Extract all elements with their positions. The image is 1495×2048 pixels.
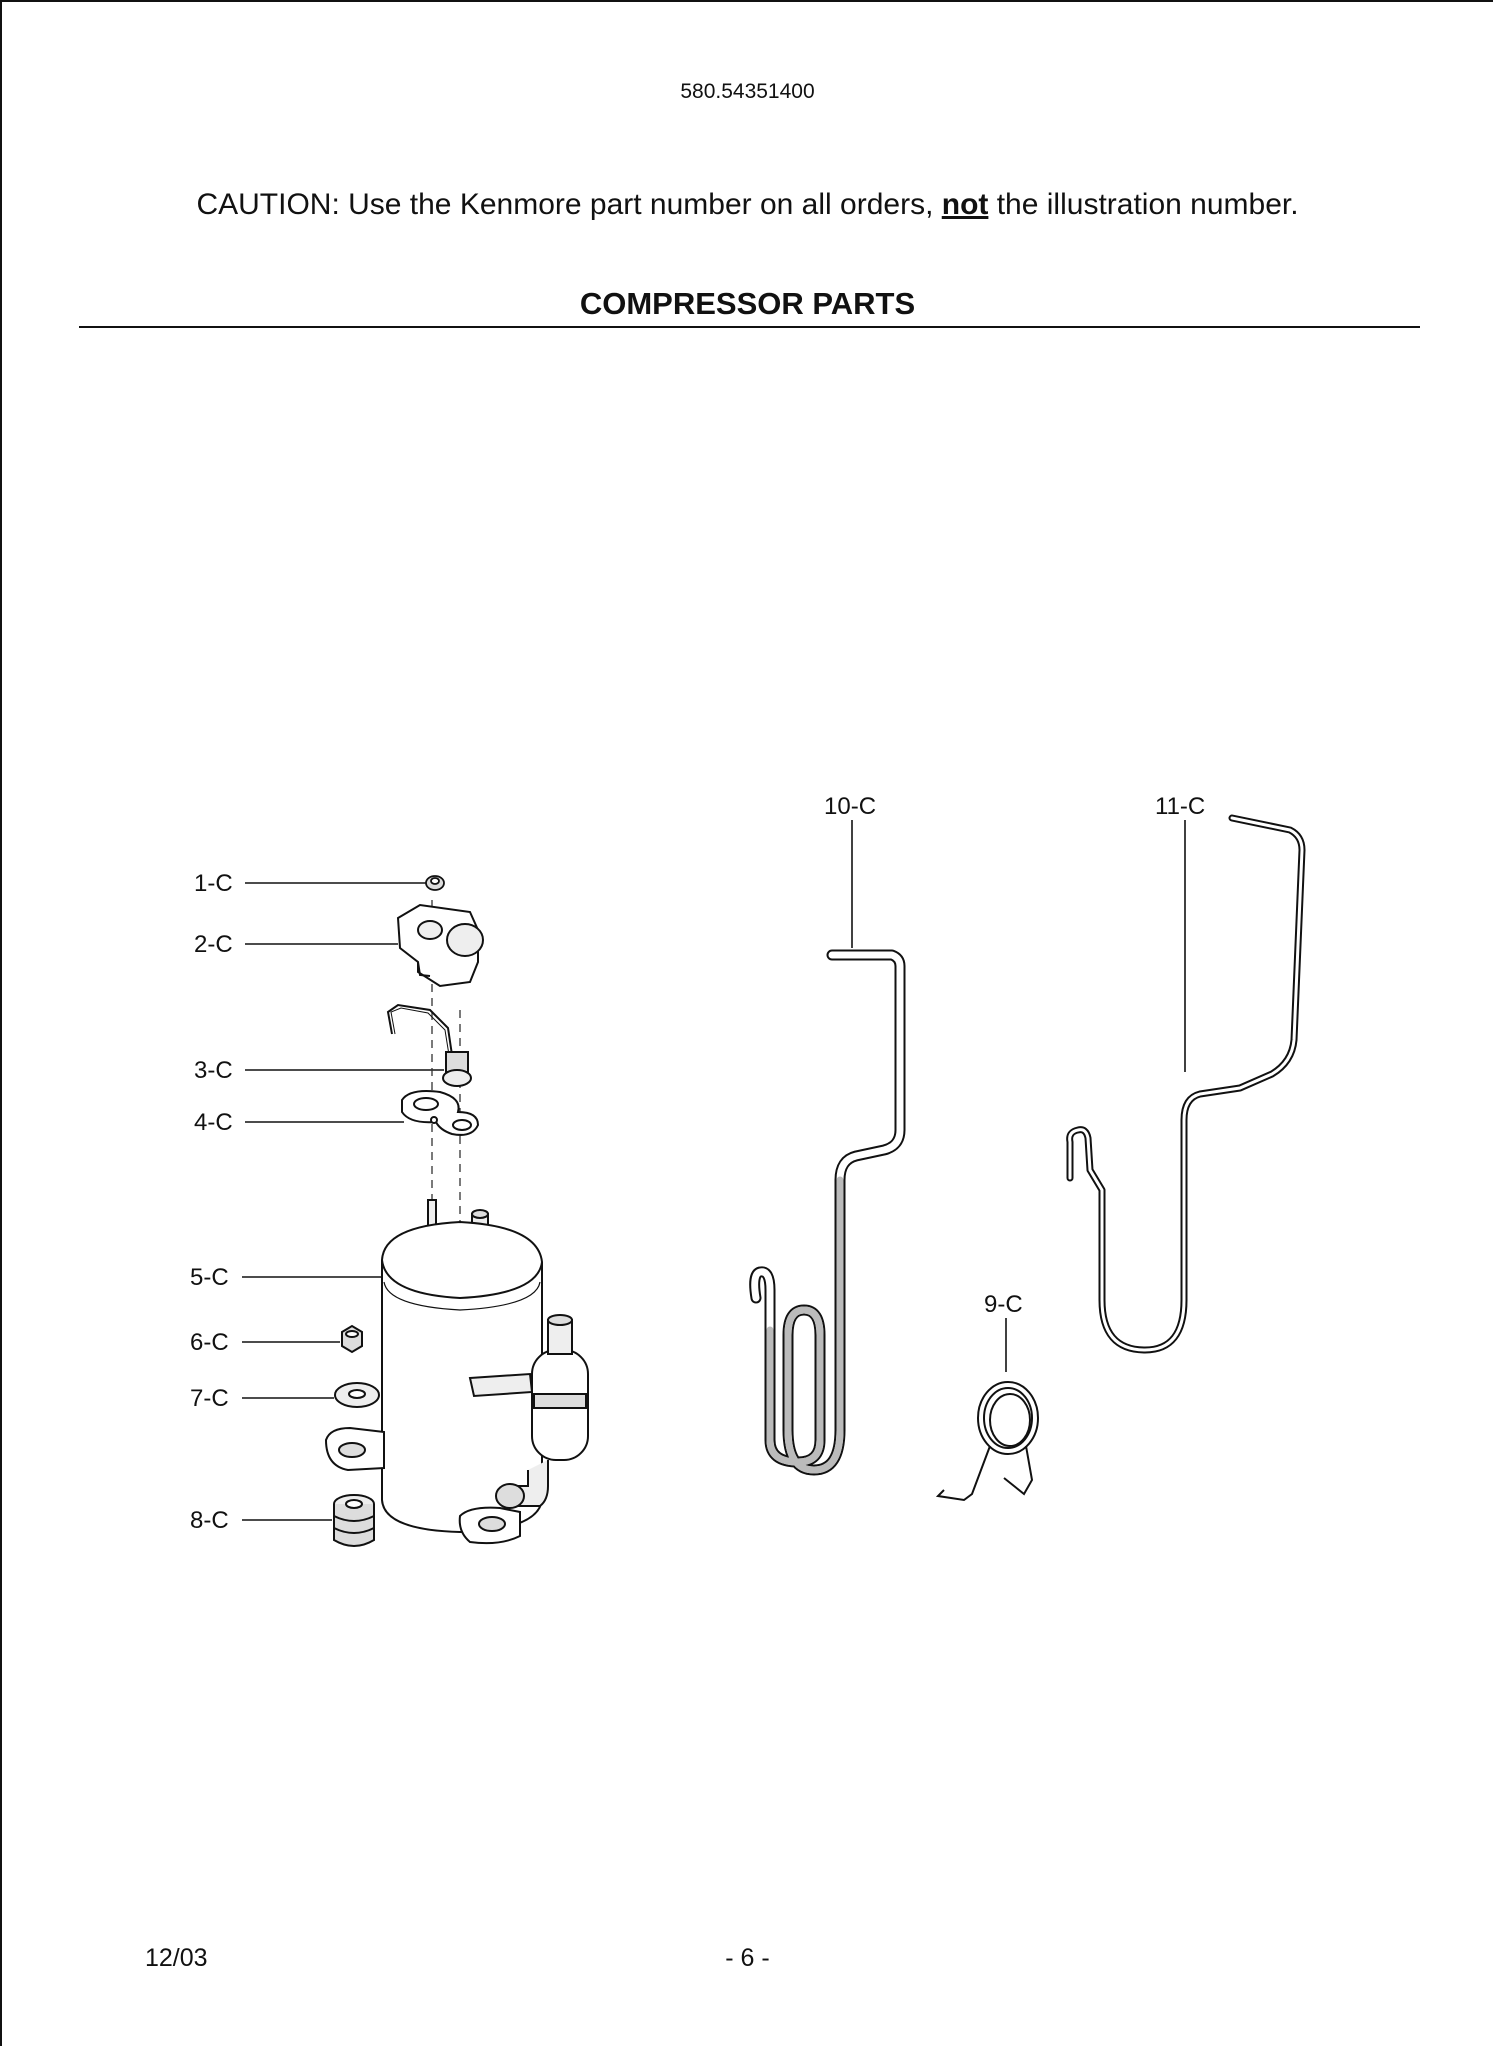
caution-prefix: CAUTION: Use the Kenmore part number on …	[196, 188, 942, 221]
callout-9c: 9-C	[984, 1291, 1023, 1318]
callout-4c: 4-C	[194, 1109, 233, 1136]
part-2c-terminal-cover	[396, 903, 484, 988]
callout-10c: 10-C	[824, 793, 876, 820]
footer-page-number: - 6 -	[725, 1944, 770, 1972]
part-8c-grommet	[333, 1494, 375, 1547]
callout-labels: 1-C 2-C 3-C 4-C 5-C 6-C 7-C 8-C 9-C 10-C…	[190, 793, 1205, 1534]
footer-date: 12/03	[145, 1944, 208, 1972]
callout-7c: 7-C	[190, 1385, 229, 1412]
leader-lines	[242, 820, 1186, 1521]
callout-6c: 6-C	[190, 1329, 229, 1356]
caution-notice: CAUTION: Use the Kenmore part number on …	[0, 188, 1495, 222]
part-1c-nut	[425, 875, 445, 891]
callout-11c: 11-C	[1155, 793, 1205, 820]
part-9c-spring-clip	[935, 1381, 1039, 1502]
callout-2c: 2-C	[194, 931, 233, 958]
callout-3c: 3-C	[194, 1057, 233, 1084]
title-rule	[79, 326, 1420, 328]
model-number: 580.54351400	[680, 80, 815, 103]
caution-emphasis: not	[941, 188, 989, 221]
part-3c-overload-protector	[386, 1003, 472, 1087]
part-5c-compressor	[324, 1199, 589, 1545]
part-4c-gasket	[401, 1090, 480, 1136]
callout-1c: 1-C	[194, 870, 233, 897]
part-6c-nut	[341, 1324, 363, 1354]
callout-5c: 5-C	[190, 1264, 229, 1291]
part-11c-tube	[1066, 814, 1306, 1354]
part-10c-tube	[749, 949, 906, 1476]
section-title: COMPRESSOR PARTS	[579, 286, 916, 321]
part-7c-washer	[334, 1382, 380, 1408]
callout-8c: 8-C	[190, 1507, 229, 1534]
caution-suffix: the illustration number.	[988, 188, 1299, 221]
